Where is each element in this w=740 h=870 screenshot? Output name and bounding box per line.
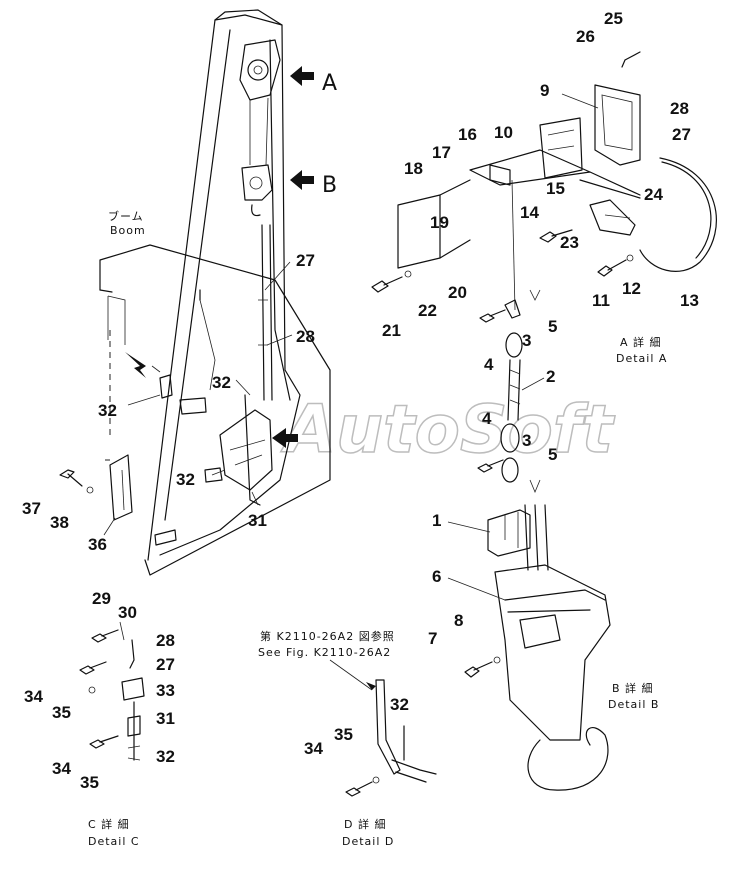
- callout-b-4a: 4: [484, 355, 494, 374]
- callout-a-20: 20: [448, 283, 467, 302]
- callout-b-5: 5: [548, 445, 557, 464]
- callout-d-32: 32: [390, 695, 409, 714]
- callout-a-28: 28: [670, 99, 689, 118]
- callout-a-27: 27: [672, 125, 691, 144]
- detail-a: [371, 51, 717, 319]
- callout-a-15: 15: [546, 179, 565, 198]
- callout-a-3: 3: [522, 331, 531, 350]
- callout-a-14: 14: [520, 203, 539, 222]
- callout-a-5: 5: [548, 317, 557, 336]
- callout-boom-32c: 32: [176, 470, 195, 489]
- callout-c-34a: 34: [24, 687, 43, 706]
- callout-c-35a: 35: [52, 703, 71, 722]
- detail-a-callouts: 25 26 9 28 27 16 10 17 18 15 24 19 14 23…: [382, 9, 699, 365]
- detail-b-callouts: 4 2 4 3 5 1 6 8 7 B 詳 細 Detail B: [428, 355, 659, 711]
- callout-c-32: 32: [156, 747, 175, 766]
- callout-a-25: 25: [604, 9, 623, 28]
- callout-c-29: 29: [92, 589, 111, 608]
- callout-a-9: 9: [540, 81, 549, 100]
- callout-boom-37: 37: [22, 499, 41, 518]
- callout-a-18: 18: [404, 159, 423, 178]
- callout-a-17: 17: [432, 143, 451, 162]
- detail-d-title-en: Detail D: [342, 835, 394, 848]
- boom-label-en: Boom: [110, 224, 146, 237]
- reference-jp: 第 K2110-26A2 図参照: [260, 629, 395, 643]
- callout-b-8: 8: [454, 611, 463, 630]
- detail-a-title-jp: A 詳 細: [620, 335, 662, 349]
- boom-assembly: [59, 9, 331, 576]
- callout-a-12: 12: [622, 279, 641, 298]
- watermark: AutoSoft: [280, 391, 616, 468]
- callout-b-4b: 4: [482, 409, 492, 428]
- detail-c: [79, 621, 145, 761]
- boom-label-jp: ブーム: [108, 209, 144, 223]
- callout-c-31: 31: [156, 709, 175, 728]
- callout-c-33: 33: [156, 681, 175, 700]
- callout-b-7: 7: [428, 629, 437, 648]
- detail-c-arrow: [125, 352, 146, 378]
- callout-a-23: 23: [560, 233, 579, 252]
- callout-a-13: 13: [680, 291, 699, 310]
- detail-d-callouts: 32 35 34 D 詳 細 Detail D: [304, 695, 409, 848]
- callout-d-34: 34: [304, 739, 323, 758]
- callout-boom-28: 28: [296, 327, 315, 346]
- callout-b-1: 1: [432, 511, 441, 530]
- callout-boom-38: 38: [50, 513, 69, 532]
- callout-boom-27: 27: [296, 251, 315, 270]
- detail-b: [464, 309, 611, 791]
- callout-b-3: 3: [522, 431, 531, 450]
- detail-a-title-en: Detail A: [616, 352, 667, 365]
- callout-a-10: 10: [494, 123, 513, 142]
- callout-c-30: 30: [118, 603, 137, 622]
- callout-a-19: 19: [430, 213, 449, 232]
- view-arrow-a: A: [290, 66, 337, 96]
- callout-a-16: 16: [458, 125, 477, 144]
- detail-c-title-jp: C 詳 細: [88, 817, 130, 831]
- callout-a-26: 26: [576, 27, 595, 46]
- callout-c-28: 28: [156, 631, 175, 650]
- view-arrow-b: B: [290, 170, 337, 198]
- reference-en: See Fig. K2110-26A2: [258, 646, 391, 659]
- callout-c-27: 27: [156, 655, 175, 674]
- svg-text:A: A: [322, 71, 337, 96]
- callout-boom-31: 31: [248, 511, 267, 530]
- svg-text:B: B: [322, 173, 337, 198]
- detail-c-callouts: 29 30 28 27 33 34 35 31 32 34 35 C 詳 細 D…: [24, 589, 175, 848]
- detail-b-title-jp: B 詳 細: [612, 681, 654, 695]
- detail-b-title-en: Detail B: [608, 698, 659, 711]
- detail-d-title-jp: D 詳 細: [344, 817, 386, 831]
- callout-a-21: 21: [382, 321, 401, 340]
- detail-d-arrow: [272, 428, 298, 448]
- detail-c-title-en: Detail C: [88, 835, 140, 848]
- callout-c-35b: 35: [80, 773, 99, 792]
- callout-a-22: 22: [418, 301, 437, 320]
- callout-boom-32b: 32: [98, 401, 117, 420]
- callout-boom-32a: 32: [212, 373, 231, 392]
- callout-a-11: 11: [592, 291, 610, 310]
- callout-a-24: 24: [644, 185, 663, 204]
- callout-b-6: 6: [432, 567, 441, 586]
- callout-b-2: 2: [546, 367, 555, 386]
- boom-callouts: 27 28 32 32 32 31 36 37 38: [22, 251, 315, 554]
- detail-d: 第 K2110-26A2 図参照 See Fig. K2110-26A2: [258, 629, 437, 797]
- callout-boom-36: 36: [88, 535, 107, 554]
- callout-c-34b: 34: [52, 759, 71, 778]
- callout-d-35: 35: [334, 725, 353, 744]
